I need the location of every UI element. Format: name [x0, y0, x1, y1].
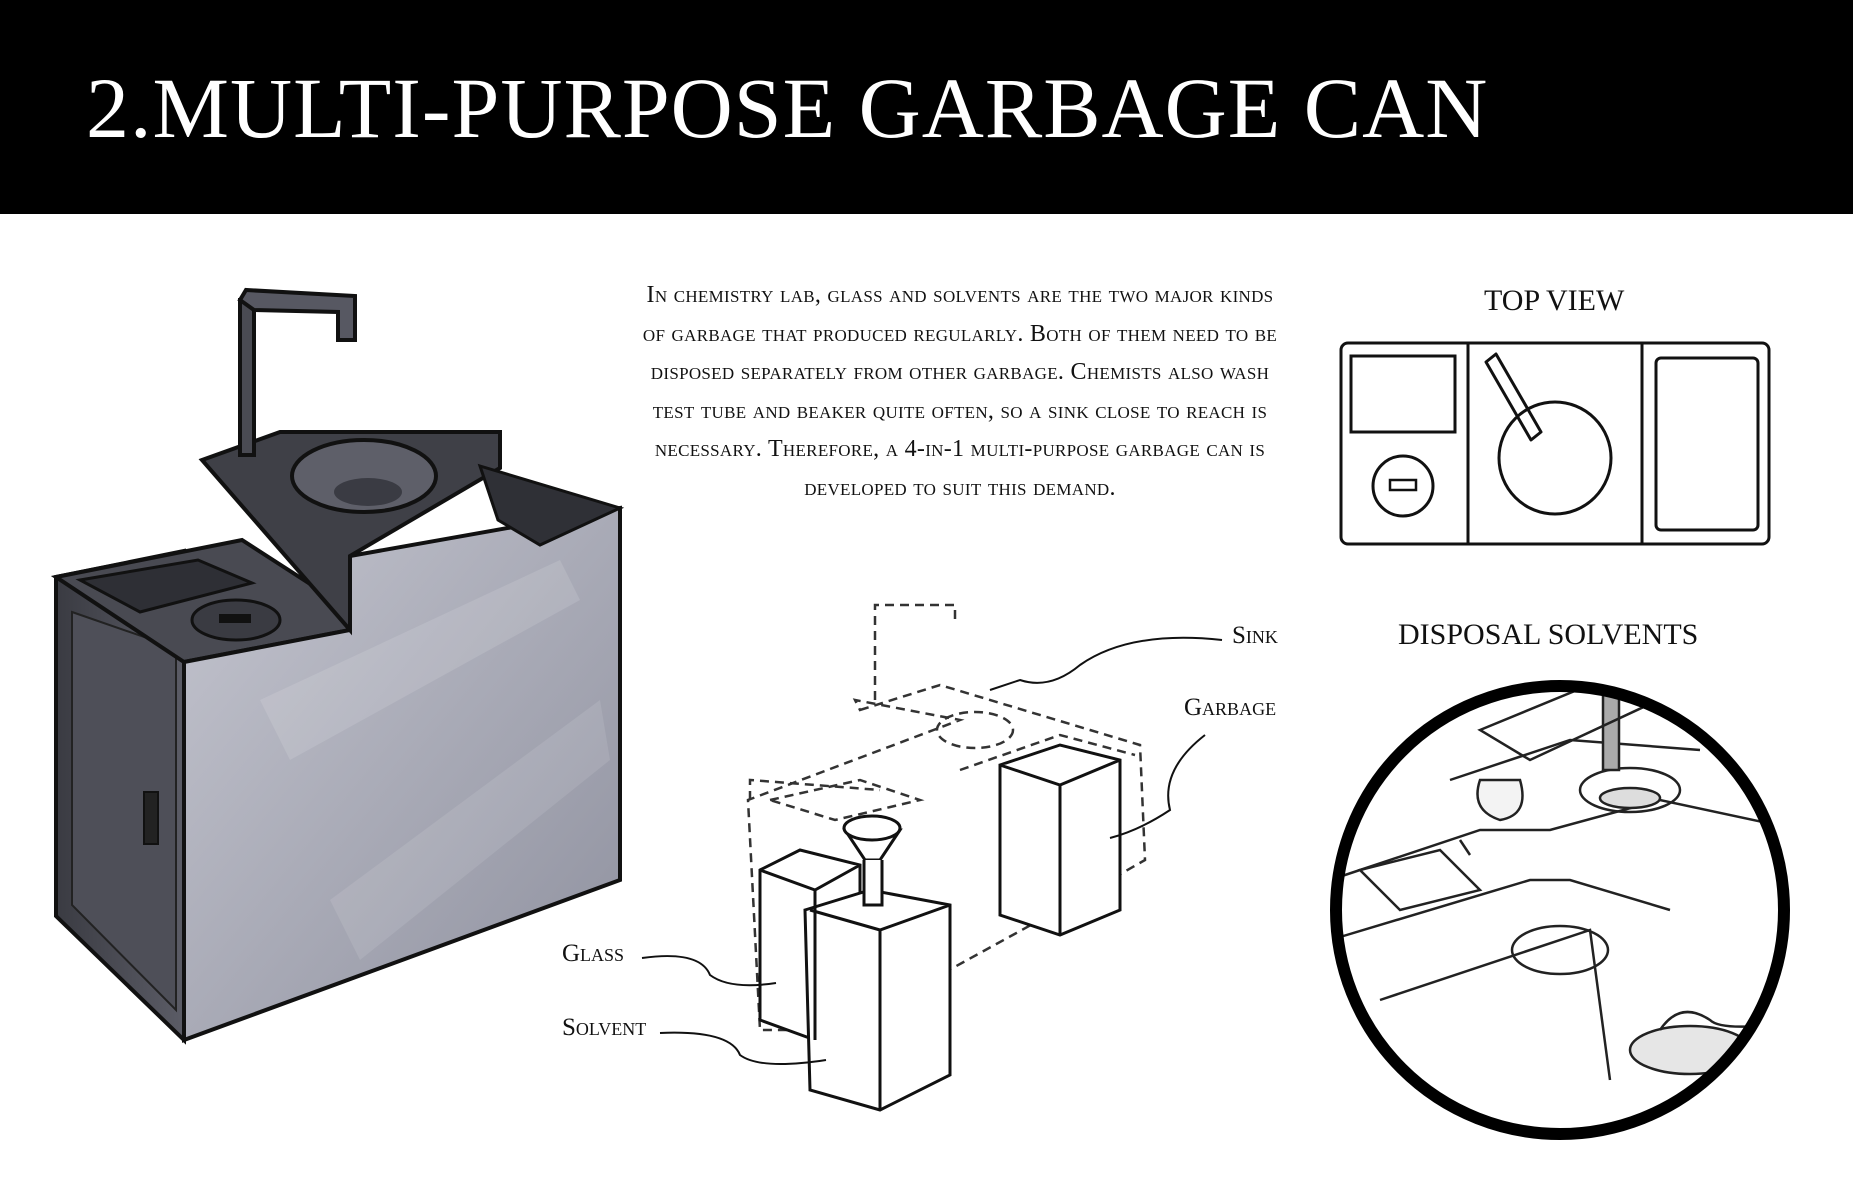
page-title: 2.MULTI-PURPOSE GARBAGE CAN [86, 60, 1489, 156]
top-view-heading: TOP VIEW [1484, 284, 1625, 317]
title-banner: 2.MULTI-PURPOSE GARBAGE CAN [0, 0, 1853, 214]
callout-garbage: Garbage [1184, 694, 1277, 721]
disposal-heading: DISPOSAL SOLVENTS [1398, 618, 1699, 651]
callout-glass: Glass [562, 940, 625, 967]
top-view-diagram [1339, 341, 1771, 546]
callout-solvent: Solvent [562, 1014, 647, 1041]
disposal-detail-circle [1330, 680, 1790, 1140]
intro-paragraph: In chemistry lab, glass and solvents are… [642, 282, 1278, 501]
callout-sink: Sink [1232, 622, 1278, 649]
